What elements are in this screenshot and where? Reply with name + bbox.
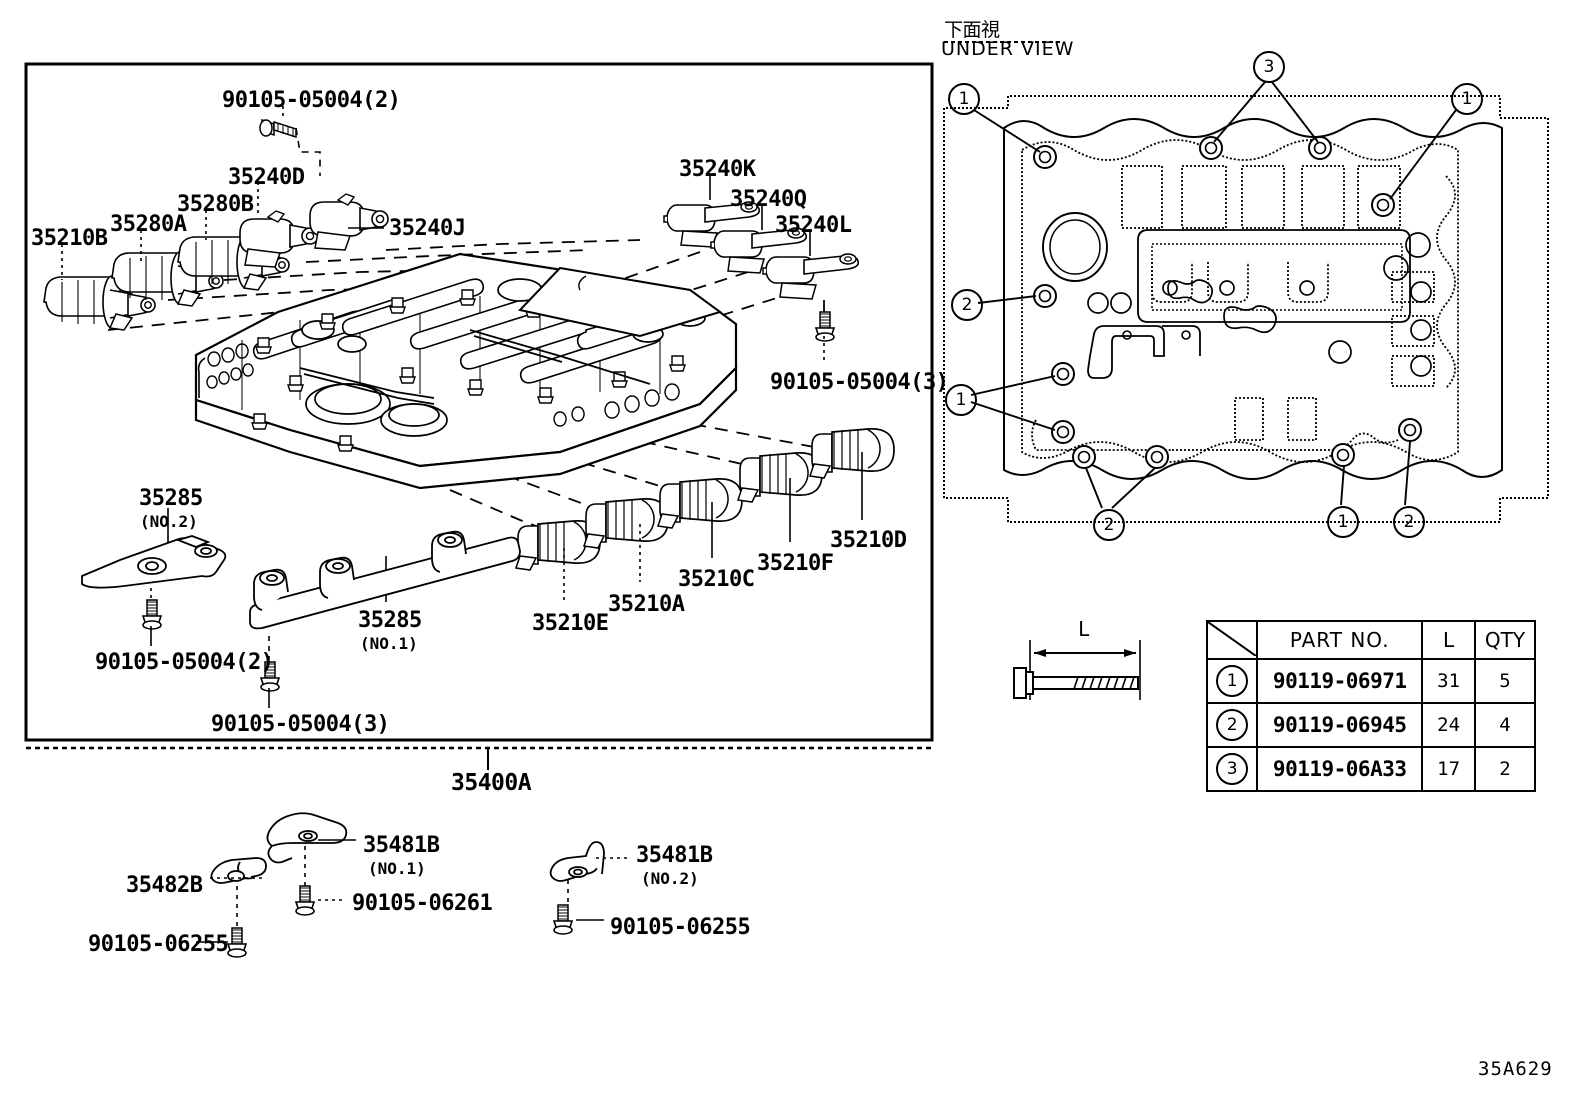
part-label-35285-no2: 35285 [139,486,203,511]
parts-table-partno-3: 90119-06A33 [1256,746,1424,792]
part-label-90105-06261: 90105-06261 [352,891,493,916]
parts-table-header-l: L [1421,620,1476,660]
under-view-drawing [943,41,1549,523]
parts-table-ref-3: 3 [1205,746,1259,792]
under-view-callout-2a: 2 [951,289,983,321]
parts-table: PART NO. L QTY 1 90119-06971 31 5 2 9011… [1205,620,1537,792]
parts-table-qty-2: 4 [1473,702,1537,748]
bolt-90105-05004-2-top [259,118,297,139]
bracket-35285-no2 [81,535,227,589]
assembly-callout [26,746,932,770]
solenoid-35240L [762,253,860,300]
main-assembly-frame [24,62,934,742]
bracket-35285-no1 [249,530,521,630]
bolt-length-detail [1013,640,1141,700]
part-label-35481B-no2-sub: (NO.2) [641,869,699,888]
solenoid-35210C [657,477,743,529]
part-label-35481B-no2: 35481B [636,843,713,868]
under-view-leaders [970,81,1457,509]
part-label-35210F: 35210F [757,551,834,576]
under-view-callout-1a: 1 [948,83,980,115]
under-view-callout-1c: 1 [945,384,977,416]
under-view-title-jp: 下面視 [944,19,1000,41]
solenoid-35210D [809,427,895,479]
parts-table-ref-1: 1 [1205,658,1259,704]
parts-table-qty-1: 5 [1473,658,1537,704]
bolt-90105-05004-3-right [815,311,835,342]
part-label-90105-06255-b: 90105-06255 [610,915,751,940]
part-label-35210C: 35210C [678,567,755,592]
part-label-35285-no2-sub: (NO.2) [140,512,198,531]
under-view-callout-1b: 1 [1451,83,1483,115]
bolt-90105-06255-b [553,904,573,935]
parts-table-partno-1: 90119-06971 [1256,658,1424,704]
under-view-callout-1d: 1 [1327,506,1359,538]
parts-table-partno-2: 90119-06945 [1256,702,1424,748]
parts-table-header-qty: QTY [1473,620,1537,660]
parts-table-ref-2: 2 [1205,702,1259,748]
under-view-callout-3: 3 [1253,51,1285,83]
part-label-35285-no1: 35285 [358,608,422,633]
part-label-90105-05004-2-bottom: 90105-05004(2) [95,650,274,675]
table-row: 1 90119-06971 31 5 [1205,658,1537,704]
part-label-90105-05004-3-bottom: 90105-05004(3) [211,712,390,737]
bolt-90105-06255-a [227,927,247,958]
part-label-35210A: 35210A [608,592,685,617]
part-label-35240D: 35240D [228,165,305,190]
lever-35481B-no1 [266,812,348,864]
part-label-35210D: 35210D [830,528,907,553]
part-label-35280B: 35280B [177,192,254,217]
part-label-35280A: 35280A [110,212,187,237]
under-view-title-en: UNDER VIEW [941,38,1075,60]
part-label-35240J: 35240J [389,216,466,241]
part-label-35240L: 35240L [775,213,852,238]
part-label-35210B: 35210B [31,226,108,251]
part-label-35481B-no1-sub: (NO.1) [368,859,426,878]
under-view-callout-2c: 2 [1393,506,1425,538]
part-label-35285-no1-sub: (NO.1) [360,634,418,653]
parts-table-header-part-no: PART NO. [1256,620,1424,660]
table-row: 3 90119-06A33 17 2 [1205,746,1537,792]
part-label-90105-05004-2-top: 90105-05004(2) [222,88,401,113]
solenoid-35240J [309,193,389,251]
bolt-90105-05004-2-bottom [142,599,162,630]
solenoid-35210F [737,451,823,503]
part-label-35240Q: 35240Q [730,187,807,212]
part-label-90105-06255-a: 90105-06255 [88,932,229,957]
parts-table-l-2: 24 [1421,702,1476,748]
lever-35482B [210,857,267,884]
table-row: 2 90119-06945 24 4 [1205,702,1537,748]
parts-table-l-1: 31 [1421,658,1476,704]
bolt-90105-06261 [295,885,315,916]
part-label-35481B-no1: 35481B [363,833,440,858]
parts-table-header-row: PART NO. L QTY [1205,620,1537,660]
valve-body-main [194,252,738,490]
solenoid-35210A [583,497,669,549]
part-label-35240K: 35240K [679,157,756,182]
parts-table-l-3: 17 [1421,746,1476,792]
bolt-length-dim-label: L [1078,617,1090,641]
part-label-35400A: 35400A [451,770,532,796]
lever-35481B-no2 [549,841,605,882]
leader-lines-lever [196,839,628,943]
part-label-35210E: 35210E [532,611,609,636]
under-view-bolt-holes [1033,136,1422,469]
drawing-number: 35A629 [1478,1058,1553,1080]
parts-table-qty-3: 2 [1473,746,1537,792]
parts-table-corner-cell [1205,620,1259,660]
part-label-90105-05004-3-right: 90105-05004(3) [770,370,949,395]
under-view-callout-2b: 2 [1093,509,1125,541]
part-label-35482B: 35482B [126,873,203,898]
